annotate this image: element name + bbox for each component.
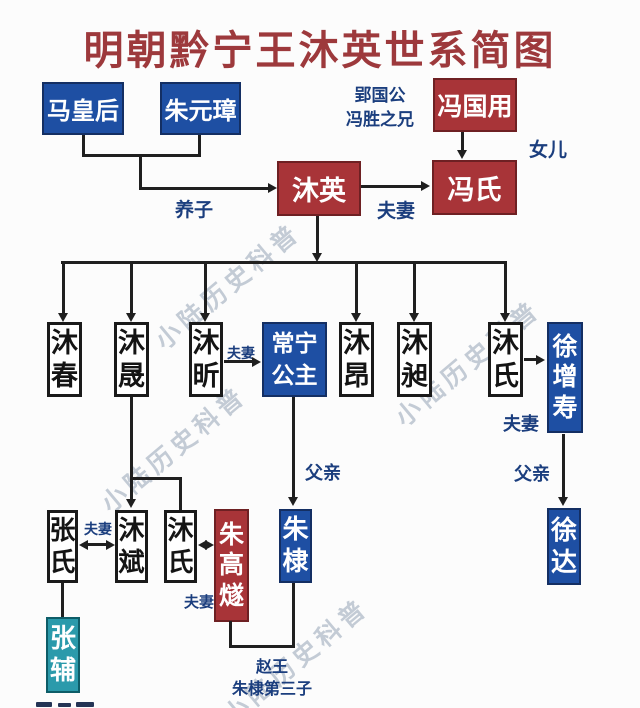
node-mu-shi-granddaughter: 沐氏: [164, 510, 197, 583]
cropped-text-fragment: [36, 702, 52, 707]
arrowhead: [126, 313, 136, 322]
arrowhead: [205, 540, 214, 550]
arrowhead: [252, 357, 261, 367]
label-spouse-mu-ying: 夫妻: [377, 201, 416, 222]
connector-line: [562, 434, 565, 498]
connector-line: [292, 397, 295, 498]
connector-line: [130, 397, 133, 500]
node-mu-chun: 沐春: [47, 322, 82, 397]
node-xu-zengshou: 徐增寿: [547, 322, 583, 433]
connector-line: [229, 621, 232, 648]
arrowhead: [200, 313, 210, 322]
watermark: 小陆历史科普: [96, 381, 253, 519]
arrowhead: [409, 313, 419, 322]
connector-line: [87, 543, 107, 546]
connector-line: [139, 187, 268, 190]
connector-line: [292, 583, 295, 648]
arrowhead: [126, 499, 136, 508]
connector-line: [361, 185, 422, 188]
node-mu-shi-daughter: 沐氏: [488, 322, 523, 397]
arrowhead: [79, 540, 88, 550]
arrowhead: [558, 497, 568, 506]
connector-line: [413, 264, 416, 314]
node-mu-ying: 沐英: [277, 161, 361, 216]
arrowhead: [198, 540, 207, 550]
arrowhead: [288, 497, 298, 506]
connector-line: [524, 358, 537, 361]
connector-line: [130, 264, 133, 314]
connector-line: [504, 264, 507, 314]
node-mu-ang: 沐昂: [339, 322, 374, 397]
label-father-zhu: 父亲: [305, 463, 341, 483]
connector-line: [316, 216, 319, 254]
node-zhu-gaosui: 朱高燧: [214, 509, 249, 622]
connector-line: [62, 264, 65, 314]
node-mu-xin: 沐昕: [189, 322, 223, 397]
connector-line: [139, 154, 142, 190]
node-zhu-yuanzhang: 朱元璋: [160, 82, 241, 135]
label-father-xu: 父亲: [514, 464, 550, 484]
connector-line: [130, 477, 182, 480]
node-zhang-shi: 张氏: [47, 510, 78, 583]
connector-line: [61, 583, 64, 617]
node-changning-gongzhu: 常宁公主: [262, 322, 327, 397]
arrowhead: [58, 313, 68, 322]
node-ma-huanghou: 马皇后: [42, 82, 124, 135]
connector-line: [198, 135, 201, 156]
cropped-text-fragment: [58, 703, 71, 707]
page-title: 明朝黔宁王沐英世系简图: [83, 29, 557, 73]
node-xu-da: 徐达: [547, 508, 581, 585]
cropped-text-fragment: [76, 702, 94, 707]
arrowhead: [351, 313, 361, 322]
node-mu-bin: 沐斌: [115, 510, 148, 583]
note-feng-guoyong: 郢国公 冯胜之兄: [328, 84, 432, 132]
label-spouse-zhang-shi: 夫妻: [84, 521, 112, 537]
connector-line: [461, 132, 464, 151]
node-mu-sheng: 沐晟: [114, 322, 149, 397]
node-feng-shi: 冯氏: [432, 160, 517, 215]
arrowhead: [312, 253, 322, 262]
node-mu-chang: 沐昶: [397, 322, 432, 397]
arrowhead: [421, 181, 430, 191]
connector-line: [224, 360, 253, 363]
node-zhang-fu: 张辅: [46, 617, 80, 693]
connector-line: [204, 264, 207, 314]
arrowhead: [268, 183, 277, 193]
arrowhead: [457, 150, 467, 159]
arrowhead: [106, 540, 115, 550]
node-feng-guoyong: 冯国用: [433, 78, 517, 132]
node-zhu-di: 朱棣: [279, 509, 312, 583]
connector-line: [82, 135, 85, 156]
label-spouse-mu-shi-xu: 夫妻: [503, 414, 539, 434]
note-feng-line2: 冯胜之兄: [346, 109, 414, 129]
label-spouse-mu-xin: 夫妻: [227, 345, 255, 361]
note-zhao-line2: 朱棣第三子: [231, 681, 312, 699]
arrowhead: [500, 313, 510, 322]
label-spouse-mu-shi-zhu: 夫妻: [184, 594, 215, 611]
label-daughter: 女儿: [529, 140, 568, 161]
connector-line: [61, 261, 507, 264]
note-zhao-wang: 赵王 朱棣第三子: [202, 657, 342, 702]
label-adopted-son: 养子: [175, 200, 214, 221]
note-zhao-line1: 赵王: [255, 659, 288, 676]
note-feng-line1: 郢国公: [354, 86, 406, 105]
arrowhead: [536, 355, 545, 365]
connector-line: [179, 477, 182, 510]
connector-line: [229, 645, 295, 648]
connector-line: [355, 264, 358, 314]
